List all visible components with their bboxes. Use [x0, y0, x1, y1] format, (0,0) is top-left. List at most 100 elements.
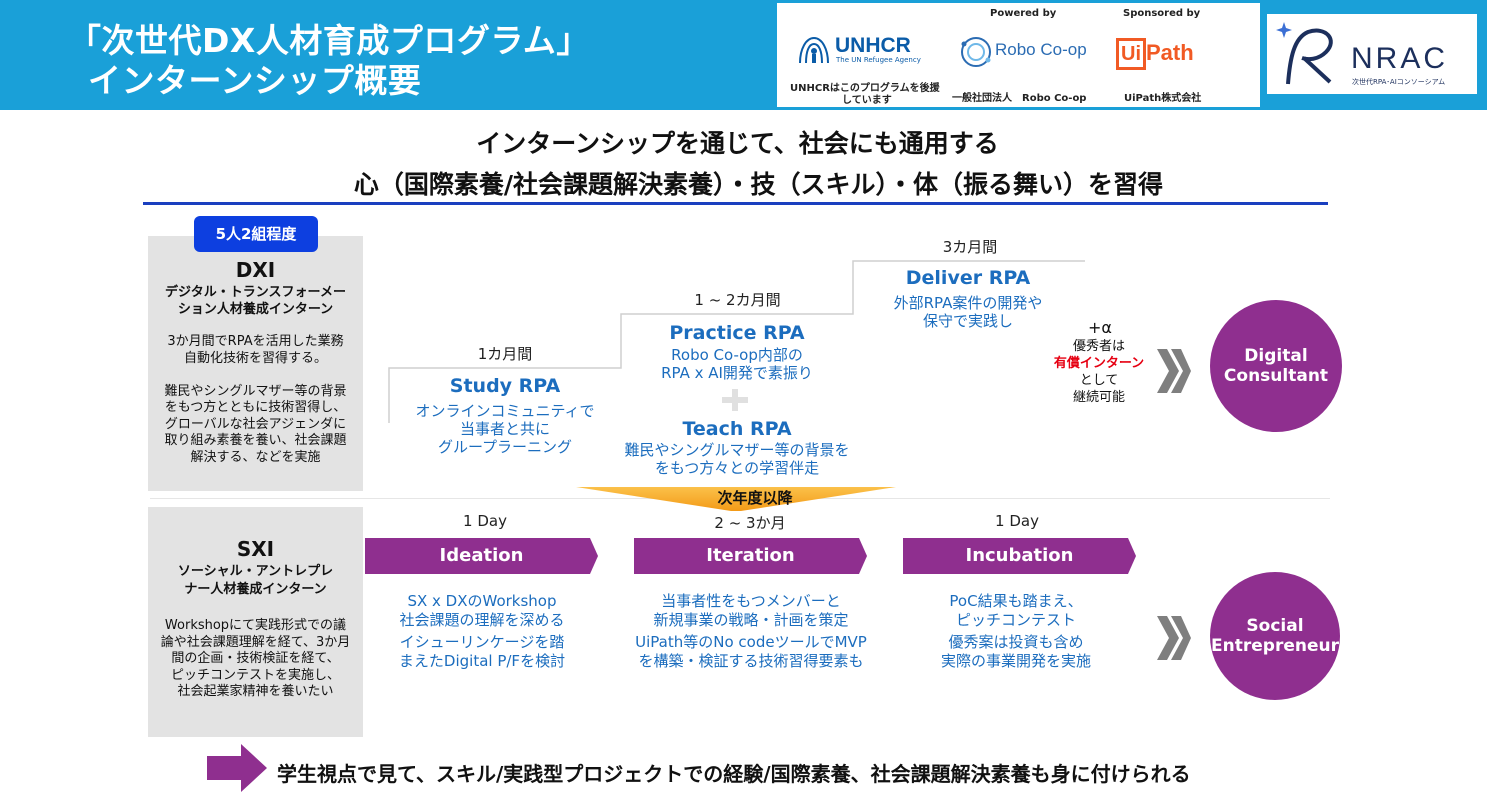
sxi-description-line: 社会起業家精神を養いたい: [177, 684, 334, 699]
deliver-desc-line: 外部RPA案件の開発や: [893, 294, 1043, 312]
iteration-desc: 当事者性をもつメンバーと 新規事業の戦略・計画を策定 UiPath等のNo co…: [621, 592, 881, 670]
dxi-description-line: [148, 367, 363, 384]
outcome-line: Social: [1246, 616, 1304, 636]
paid-intern-note: 優秀者は 有償インターン として 継続可能: [1040, 338, 1158, 406]
unhcr-caption-2: しています: [842, 95, 892, 106]
dxi-description-line: 解決する、などを実施: [190, 449, 321, 465]
outcome-line: Digital: [1244, 346, 1308, 366]
dxi-panel: [148, 236, 363, 491]
ideation-desc-line: まえたDigital P/Fを検討: [398, 651, 566, 670]
sxi-description-line: Workshopにて実践形式での議: [164, 618, 347, 633]
ideation-desc: SX x DXのWorkshop 社会課題の理解を深める イシューリンケージを踏…: [372, 592, 592, 670]
paid-intern-line: 優秀者は: [1072, 339, 1125, 354]
sxi-description-line: 論や社会課題理解を経て、3か月: [160, 634, 351, 650]
iteration-phase: Iteration: [634, 538, 867, 574]
sxi-subtitle-1: ソーシャル・アントレプレ: [177, 564, 334, 579]
sxi-title: SXI: [236, 537, 275, 561]
practice-rpa-desc: Robo Co-op内部の RPA x AI開発で素振り: [617, 346, 857, 382]
study-rpa-desc: オンラインコミュニティで 当事者と共に グループラーニング: [395, 402, 615, 456]
staircase-lines: [388, 260, 1085, 423]
ideation-duration: 1 Day: [463, 512, 507, 530]
iteration-desc-line: UiPath等のNo codeツールでMVP: [635, 633, 867, 651]
plus-alpha: +α: [1088, 318, 1112, 337]
dxi-description: 3か月間でRPAを活用した業務 自動化技術を習得する。 難民やシングルマザー等の…: [148, 334, 363, 466]
dxi-subtitle-1: デジタル・トランスフォーメー: [165, 285, 346, 300]
ideation-desc-line: イシューリンケージを踏: [399, 633, 565, 651]
dxi-description-line: をもつ方とともに技術習得し、: [164, 400, 347, 415]
teach-desc-line: をもつ方々との学習伴走: [654, 459, 820, 477]
sxi-description-line: 間の企画・技術検証を経て、: [171, 651, 340, 666]
incubation-desc: PoC結果も踏まえ、 ピッチコンテスト 優秀案は投資も含め 実際の事業開発を実施: [906, 592, 1126, 670]
right-arrow-icon: [207, 744, 267, 792]
sponsored-by-label: Sponsored by: [1123, 8, 1201, 19]
nrac-logo-panel: [1267, 14, 1477, 94]
incubation-desc-line: 優秀案は投資も含め: [948, 633, 1084, 651]
incubation-phase: Incubation: [903, 538, 1136, 574]
nrac-logo-text: NRAC: [1351, 42, 1449, 75]
sxi-description: Workshopにて実践形式での議 論や社会課題理解を経て、3か月 間の企画・技…: [148, 618, 363, 701]
outcome-line: Entrepreneur: [1211, 636, 1339, 656]
unhcr-tagline: The UN Refugee Agency: [836, 56, 921, 64]
dxi-description-line: グローバルな社会アジェンダに: [164, 416, 347, 432]
footer-summary: 学生視点で見て、スキル/実践型プロジェクトでの経験/国際素養、社会課題解決素養も…: [277, 762, 1191, 786]
headline-divider: [143, 202, 1328, 205]
dxi-description-line: 3か月間でRPAを活用した業務: [167, 334, 344, 349]
practice-desc-line: RPA x AI開発で素振り: [661, 364, 813, 382]
digital-consultant-circle: Digital Consultant: [1210, 300, 1342, 432]
next-year-banner: [576, 487, 896, 511]
headline-line1: インターンシップを通じて、社会にも通用する: [476, 129, 999, 158]
outcome-line: Consultant: [1223, 366, 1329, 386]
dxi-subtitle-2: ション人材養成インターン: [177, 302, 334, 317]
incubation-duration: 1 Day: [995, 512, 1039, 530]
study-rpa-title: Study RPA: [449, 375, 561, 397]
sxi-description-line: ピッチコンテストを実施し、: [170, 667, 340, 683]
deliver-rpa-title: Deliver RPA: [905, 267, 1031, 289]
paid-intern-line: 継続可能: [1072, 390, 1125, 405]
study-desc-line: グループラーニング: [437, 438, 573, 456]
dxi-description-line: 取り組み素養を養い、社会課題: [164, 433, 347, 448]
uipath-logo-boxed: Ui: [1116, 38, 1146, 70]
incubation-desc-line: 実際の事業開発を実施: [940, 651, 1091, 670]
study-desc-line: オンラインコミュニティで: [415, 402, 595, 420]
study-desc-line: 当事者と共に: [459, 420, 550, 438]
iteration-duration: 2 ~ 3か月: [714, 514, 786, 532]
teach-rpa-title: Teach RPA: [682, 418, 792, 440]
teach-rpa-desc: 難民やシングルマザー等の背景を をもつ方々との学習伴走: [607, 441, 867, 477]
ideation-desc-line: SX x DXのWorkshop: [407, 592, 557, 610]
double-chevron-right-icon: [1157, 349, 1191, 393]
iteration-desc-line: 新規事業の戦略・計画を策定: [653, 610, 849, 629]
team-size-badge: 5人2組程度: [194, 216, 318, 252]
iteration-desc-line: 当事者性をもつメンバーと: [661, 592, 841, 610]
ideation-phase: Ideation: [365, 538, 598, 574]
powered-by-label: Powered by: [990, 8, 1057, 19]
robocoop-caption: 一般社団法人 Robo Co-op: [952, 93, 1087, 104]
social-entrepreneur-circle: Social Entrepreneur: [1210, 572, 1340, 700]
paid-intern-highlight: 有償インターン: [1053, 356, 1145, 371]
headline-line2: 心（国際素養/社会課題解決素養）・技（スキル）・体（振る舞い）を習得: [353, 170, 1164, 199]
robocoop-logo-text: Robo Co-op: [995, 40, 1087, 59]
sxi-panel: [148, 507, 363, 737]
sxi-subtitle-2: ナー人材養成インターン: [184, 582, 327, 597]
dxi-title: DXI: [235, 258, 276, 282]
uipath-logo-rest: Path: [1146, 40, 1194, 65]
dxi-description-line: 自動化技術を習得する。: [183, 350, 327, 366]
unhcr-emblem-icon: [799, 36, 829, 64]
uipath-caption: UiPath株式会社: [1124, 93, 1202, 104]
teach-desc-line: 難民やシングルマザー等の背景を: [624, 441, 850, 459]
iteration-desc-line: を構築・検証する技術習得要素も: [638, 651, 864, 670]
incubation-desc-line: ピッチコンテスト: [955, 610, 1076, 629]
practice-desc-line: Robo Co-op内部の: [671, 346, 803, 364]
unhcr-logo-text: UNHCR: [835, 34, 911, 57]
nrac-emblem-icon: [1276, 22, 1333, 85]
next-year-label: 次年度以降: [717, 489, 793, 507]
incubation-desc-line: PoC結果も踏まえ、: [949, 592, 1083, 610]
page-title-line1: 「次世代DX人材育成プログラム」: [68, 21, 590, 60]
deliver-desc-line: 保守で実践し: [922, 312, 1013, 330]
double-chevron-right-icon: [1157, 616, 1191, 660]
study-duration: 1カ月間: [477, 345, 533, 363]
page-title-line2: インターンシップ概要: [88, 61, 422, 100]
sponsor-panel: [777, 3, 1260, 107]
nrac-subtitle: 次世代RPA･AIコンソーシアム: [1352, 78, 1446, 86]
deliver-duration: 3カ月間: [942, 238, 998, 256]
